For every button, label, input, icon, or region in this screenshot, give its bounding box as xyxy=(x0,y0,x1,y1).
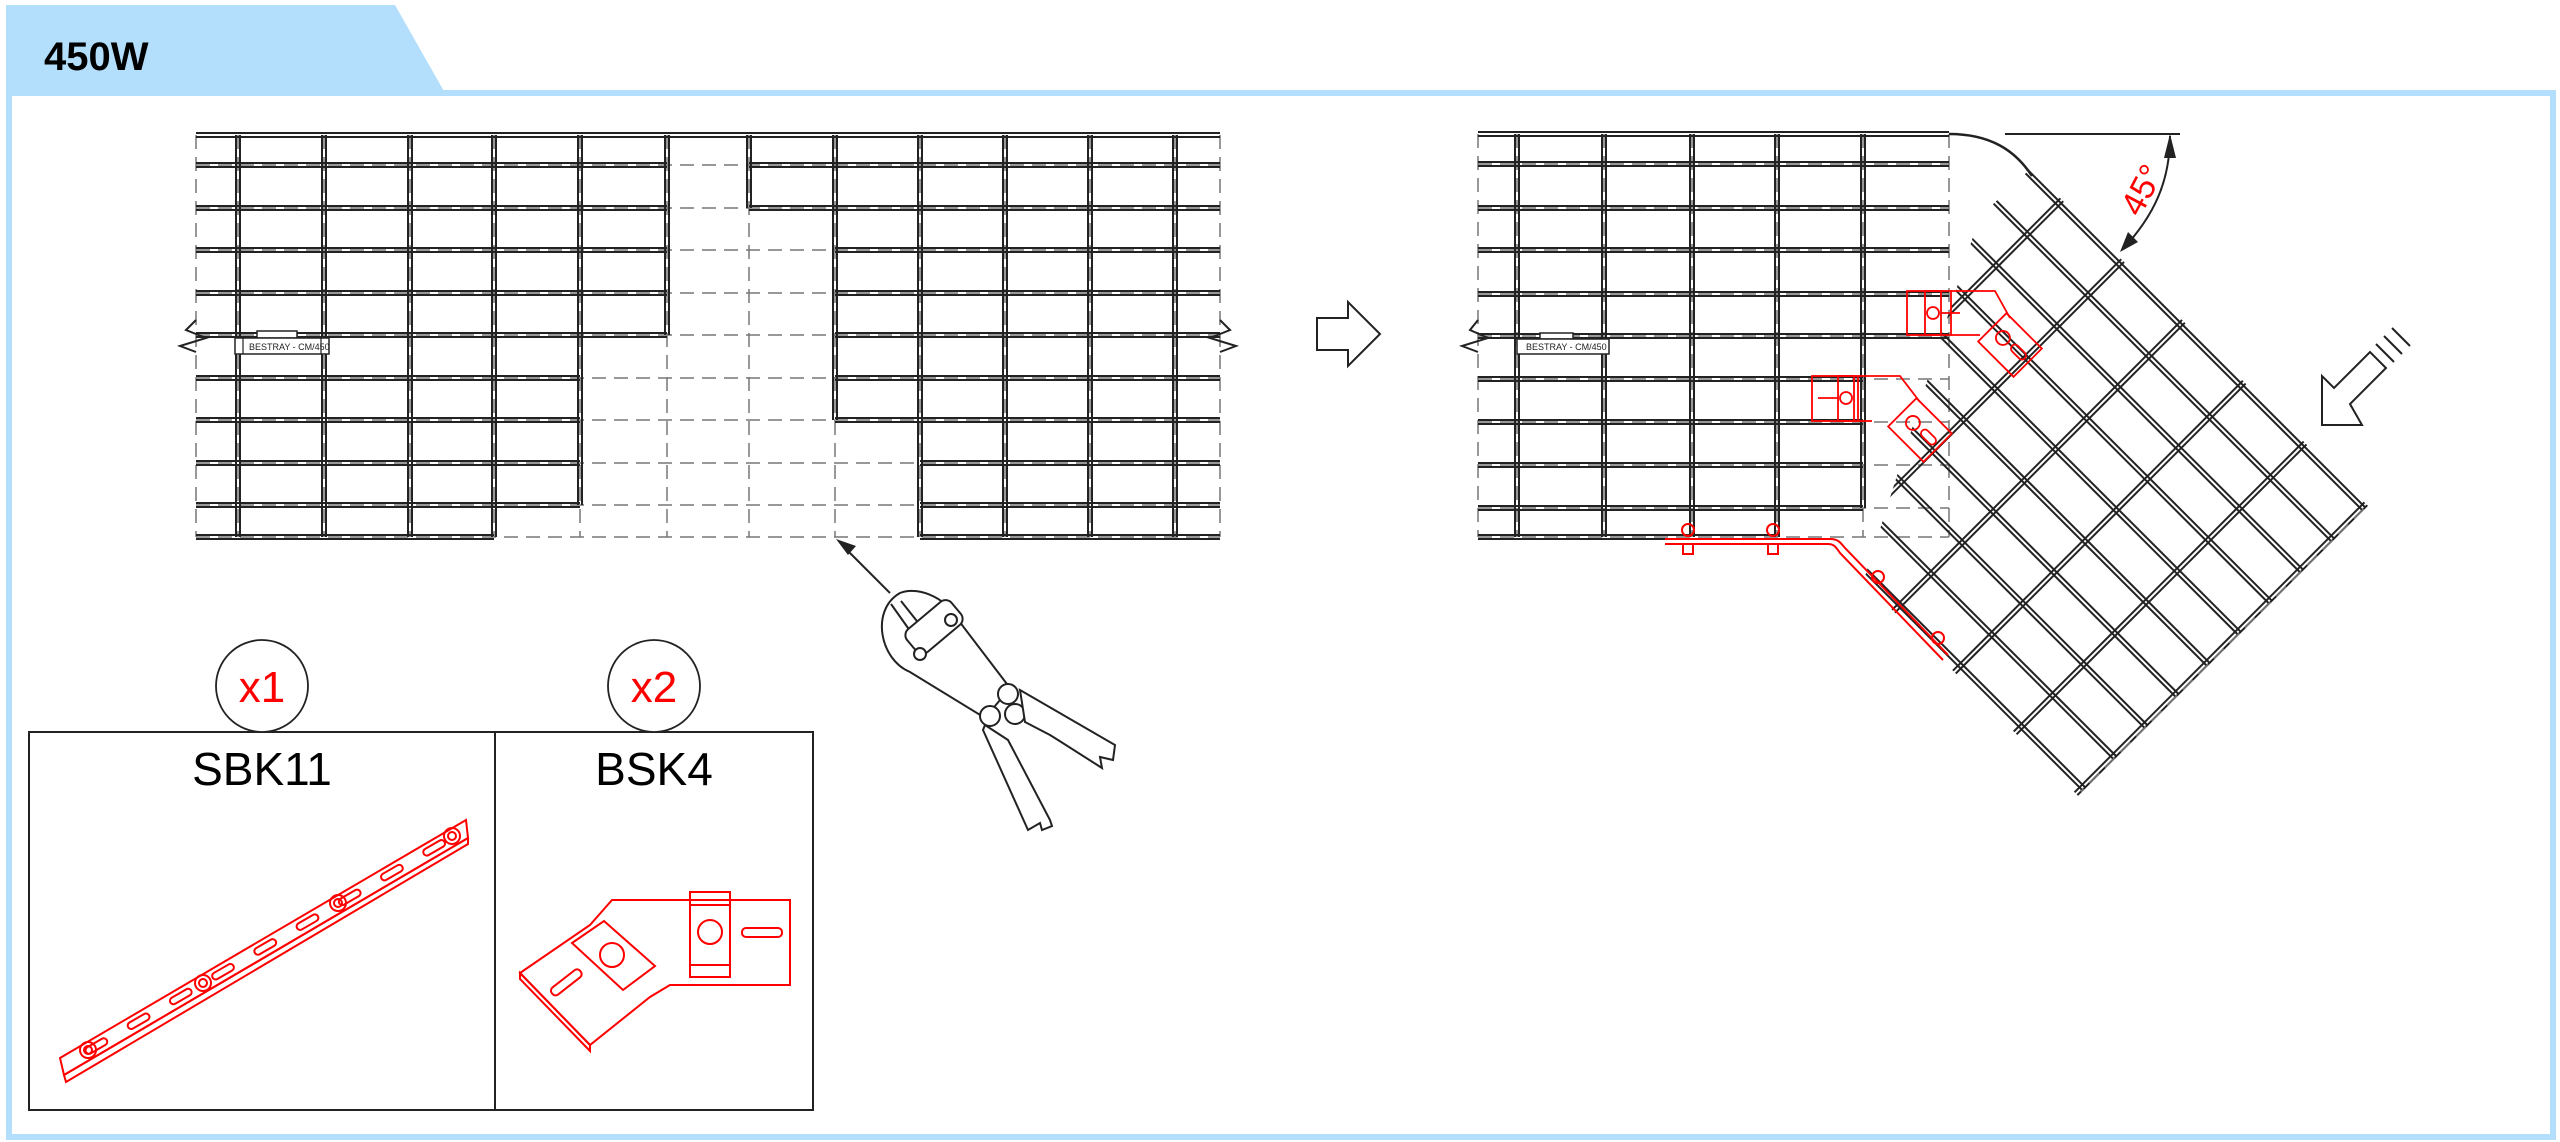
wire xyxy=(1769,197,2062,489)
slot xyxy=(84,1037,109,1055)
tray-label-plate: BESTRAY - CM/450 xyxy=(1516,332,1610,355)
break-mark-icon xyxy=(1206,319,1240,353)
wire xyxy=(1989,199,2332,542)
slot xyxy=(380,863,404,882)
bolt-icon xyxy=(443,827,461,845)
wire xyxy=(2020,168,2364,511)
bsk4-bracket-illustration xyxy=(518,891,791,1054)
bsk4-bracket-installed xyxy=(1811,290,2011,422)
wire xyxy=(1894,322,2186,614)
bolt-icon xyxy=(329,894,347,912)
quantity-label: x1 xyxy=(239,663,285,712)
page-title: 450W xyxy=(44,35,149,79)
bolt-cutter-icon xyxy=(881,589,1117,832)
process-arrow-icon xyxy=(1316,299,1382,369)
frame-border xyxy=(6,90,2556,1140)
tray-label: BESTRAY - CM/450 xyxy=(1526,342,1607,352)
wire xyxy=(2015,443,2308,736)
wire xyxy=(1961,228,2304,571)
sbk11-strap-installed xyxy=(1665,523,1949,661)
angled-grid xyxy=(1740,166,2368,796)
bend-corner xyxy=(1948,132,2034,177)
cut-arrow xyxy=(836,539,891,594)
tray-straight-section xyxy=(1477,131,1950,540)
wire xyxy=(1955,382,2247,675)
wire xyxy=(2013,440,2305,733)
quantity-label: x2 xyxy=(631,663,677,712)
wire xyxy=(2023,166,2366,509)
quantity-badge xyxy=(215,639,309,733)
bolt-icon xyxy=(83,1045,93,1055)
wire xyxy=(1740,448,2084,791)
slot xyxy=(253,938,278,956)
break-mark-icon xyxy=(176,319,210,353)
part-name: BSK4 xyxy=(595,743,713,795)
part-name: SBK11 xyxy=(192,743,332,795)
insert-direction-arrow-icon xyxy=(2321,327,2411,426)
wire xyxy=(1992,196,2335,540)
wire xyxy=(1772,200,2064,492)
bolt-icon xyxy=(447,831,457,841)
wire xyxy=(1899,290,2242,633)
slot xyxy=(422,839,447,857)
tray-end xyxy=(2080,508,2365,793)
break-mark-icon xyxy=(1458,319,1491,353)
tray-label-plate: BESTRAY - CM/450 xyxy=(234,330,330,355)
slot xyxy=(168,987,193,1006)
angle-label: 45° xyxy=(2114,159,2172,222)
bolt-icon xyxy=(198,978,208,988)
wire xyxy=(1958,230,2301,574)
bolt-icon xyxy=(194,974,212,992)
bolt-icon xyxy=(79,1041,97,1059)
slot xyxy=(126,1012,151,1031)
quantity-badge xyxy=(607,639,701,733)
sbk11-splice-bar-illustration xyxy=(58,818,470,1084)
tray-label: BESTRAY - CM/450 xyxy=(249,342,330,352)
slot xyxy=(337,888,362,907)
wire xyxy=(1891,319,2183,611)
slot xyxy=(211,962,235,981)
parts-table: x1 SBK11 x2 BSK4 xyxy=(28,639,814,1111)
wire xyxy=(1830,258,2122,550)
tray-angled-section xyxy=(1740,166,2368,796)
wire xyxy=(1771,417,2115,760)
bsk4-bracket-installed xyxy=(1886,311,2044,464)
header-tab xyxy=(6,5,445,93)
slot xyxy=(295,913,320,931)
wire xyxy=(1896,293,2239,636)
wire xyxy=(2073,501,2366,794)
wire xyxy=(1927,261,2270,605)
wire xyxy=(1930,259,2273,602)
tray-before-cut xyxy=(195,132,1221,540)
wire xyxy=(1952,380,2244,672)
bolt-icon xyxy=(333,898,343,908)
